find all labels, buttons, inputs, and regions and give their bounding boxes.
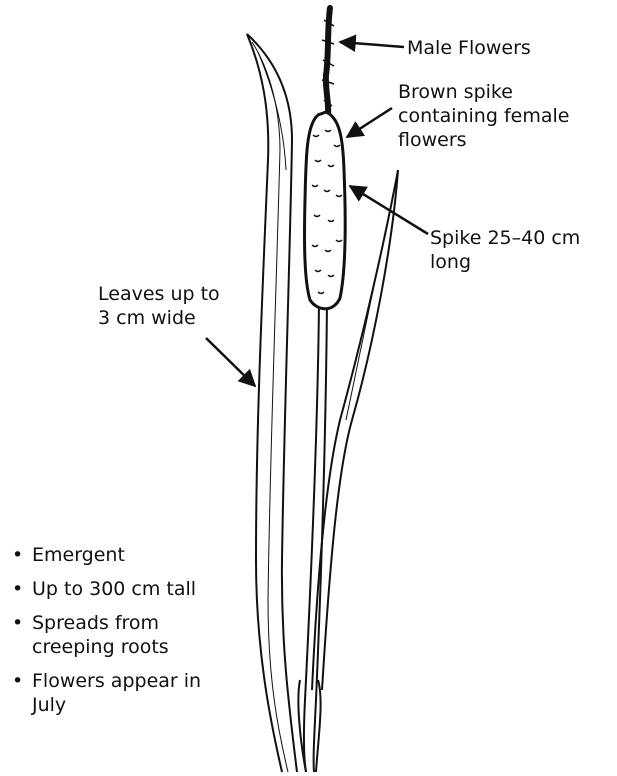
fact-item: Spreads from creeping roots: [8, 611, 232, 659]
fact-item: Flowers appear in July: [8, 669, 232, 717]
arrow-female-spike: [347, 108, 392, 137]
fact-item: Emergent: [8, 543, 232, 567]
label-female-spike: Brown spike containing female flowers: [398, 80, 569, 152]
label-leaves: Leaves up to 3 cm wide: [98, 282, 220, 330]
fact-item: Up to 300 cm tall: [8, 577, 232, 601]
female-spike: [305, 112, 346, 309]
label-spike-length: Spike 25–40 cm long: [430, 226, 580, 274]
facts-list: Emergent Up to 300 cm tall Spreads from …: [8, 543, 232, 727]
arrow-spike-length: [350, 186, 428, 234]
male-flowers-spike: [322, 8, 334, 115]
arrow-male-flowers: [340, 42, 404, 47]
arrow-leaves: [206, 338, 255, 386]
label-male-flowers: Male Flowers: [407, 36, 531, 60]
stalk: [298, 300, 327, 772]
left-leaf: [247, 34, 297, 772]
